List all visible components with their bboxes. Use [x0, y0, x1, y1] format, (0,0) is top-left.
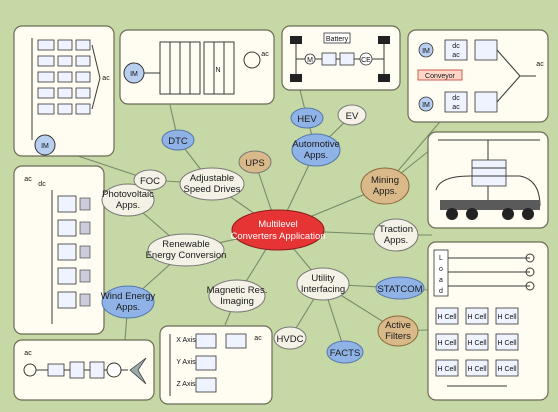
node-adjustable-speed-drives: Adjustable Speed Drives	[179, 167, 245, 201]
dc-label: dc	[38, 181, 46, 188]
svg-text:Magnetic Res.: Magnetic Res.	[207, 285, 268, 296]
ac-label: ac	[102, 75, 110, 82]
svg-text:Adjustable: Adjustable	[190, 173, 234, 184]
svg-text:Wind Energy: Wind Energy	[101, 291, 156, 302]
svg-text:Mining: Mining	[371, 175, 399, 186]
node-ups: UPS	[238, 150, 272, 174]
svg-text:Converters Application: Converters Application	[230, 231, 325, 242]
node-traction: Traction Apps.	[373, 218, 419, 252]
svg-text:Apps.: Apps.	[116, 302, 140, 313]
svg-text:Apps.: Apps.	[373, 186, 397, 197]
panel-photovoltaic: ac dc	[13, 165, 105, 335]
svg-text:Filters: Filters	[385, 331, 411, 342]
panel-mri: X Axis Y Axis Z Axis ac	[159, 325, 273, 405]
svg-text:DTC: DTC	[168, 136, 188, 147]
neutral-label: N	[215, 67, 220, 74]
panel-cascaded-drive: ac IM	[13, 25, 115, 157]
node-mining: Mining Apps.	[360, 167, 410, 205]
svg-text:Speed Drives: Speed Drives	[183, 184, 240, 195]
svg-text:Renewable: Renewable	[162, 239, 210, 250]
svg-text:ac: ac	[452, 104, 460, 111]
node-dtc: DTC	[161, 129, 195, 151]
panel-statcom: L o a d H Cell H Cell H Cell H Cell H Ce…	[427, 241, 549, 401]
ac-label: ac	[261, 51, 269, 58]
svg-text:IM: IM	[422, 48, 430, 55]
node-hvdc: HVDC	[273, 326, 307, 350]
svg-text:Photovoltaic: Photovoltaic	[102, 189, 154, 200]
load-label-a: a	[439, 277, 443, 284]
panel-wind: ac	[13, 339, 155, 401]
svg-text:M: M	[307, 57, 313, 64]
svg-text:Imaging: Imaging	[220, 296, 254, 307]
load-label-l: L	[439, 255, 443, 262]
battery-box	[323, 32, 351, 44]
svg-text:Apps.: Apps.	[304, 150, 328, 161]
node-hev: HEV	[290, 107, 324, 129]
svg-text:FACTS: FACTS	[330, 348, 361, 359]
motor-label: IM	[130, 71, 138, 78]
node-active-filters: Active Filters	[377, 315, 419, 347]
svg-text:HVDC: HVDC	[277, 334, 304, 345]
svg-text:UPS: UPS	[245, 158, 265, 169]
svg-text:H Cell: H Cell	[497, 314, 517, 321]
svg-text:EV: EV	[346, 111, 359, 122]
svg-text:dc: dc	[452, 95, 460, 102]
node-statcom: STATCOM	[375, 276, 425, 300]
battery-label: Battery	[326, 36, 349, 43]
node-automotive: Automotive Apps.	[291, 133, 341, 167]
panel-traction	[427, 131, 549, 229]
panel-vehicle: Battery M CE	[281, 25, 401, 91]
motor-label: IM	[41, 143, 49, 150]
node-photovoltaic: Photovoltaic Apps.	[101, 183, 155, 217]
svg-text:H Cell: H Cell	[467, 314, 487, 321]
svg-text:STATCOM: STATCOM	[377, 284, 422, 295]
ac-label: ac	[536, 61, 544, 68]
node-facts: FACTS	[326, 340, 364, 364]
node-ev: EV	[337, 104, 367, 126]
node-magnetic-resonance: Magnetic Res. Imaging	[207, 279, 268, 313]
svg-text:Interfacing: Interfacing	[301, 284, 345, 295]
svg-text:HEV: HEV	[297, 114, 317, 125]
node-wind-energy: Wind Energy Apps.	[101, 285, 156, 319]
svg-text:dc: dc	[452, 43, 460, 50]
svg-text:IM: IM	[422, 102, 430, 109]
z-axis-label: Z Axis	[176, 381, 196, 388]
node-renewable-energy: Renewable Energy Conversion	[146, 233, 227, 267]
svg-text:Automotive: Automotive	[292, 139, 340, 150]
y-axis-label: Y Axis	[176, 359, 196, 366]
svg-text:ac: ac	[452, 52, 460, 59]
ac-label: ac	[24, 350, 32, 357]
svg-text:Utility: Utility	[311, 273, 334, 284]
svg-text:Energy Conversion: Energy Conversion	[146, 250, 227, 261]
svg-text:Traction: Traction	[379, 224, 413, 235]
panel-npc-drive: IM N ac	[119, 29, 275, 105]
svg-text:Active: Active	[385, 320, 411, 331]
load-label-o: o	[439, 266, 443, 273]
load-label-d: d	[439, 288, 443, 295]
node-foc: FOC	[133, 169, 167, 191]
svg-text:CE: CE	[361, 57, 371, 64]
ac-label: ac	[254, 335, 262, 342]
h-cell-grid: H Cell H Cell H Cell H Cell H Cell H Cel…	[435, 307, 519, 377]
panel-mining: IM IM dc ac dc ac Conveyor ac	[407, 29, 549, 123]
node-utility-interfacing: Utility Interfacing	[296, 267, 350, 301]
svg-text:Apps.: Apps.	[384, 235, 408, 246]
svg-text:FOC: FOC	[140, 176, 160, 187]
svg-text:H Cell: H Cell	[467, 340, 487, 347]
svg-text:H Cell: H Cell	[497, 340, 517, 347]
ac-label: ac	[24, 176, 32, 183]
induction-motor-icon	[34, 134, 56, 156]
node-center: Multilevel Converters Application	[230, 209, 326, 251]
svg-text:H Cell: H Cell	[497, 366, 517, 373]
svg-text:H Cell: H Cell	[467, 366, 487, 373]
svg-text:H Cell: H Cell	[437, 366, 457, 373]
svg-text:Multilevel: Multilevel	[258, 219, 298, 230]
conveyor-box	[417, 69, 463, 81]
svg-text:H Cell: H Cell	[437, 340, 457, 347]
svg-text:H Cell: H Cell	[437, 314, 457, 321]
svg-text:Apps.: Apps.	[116, 200, 140, 211]
conveyor-label: Conveyor	[425, 73, 456, 80]
x-axis-label: X Axis	[176, 337, 196, 344]
